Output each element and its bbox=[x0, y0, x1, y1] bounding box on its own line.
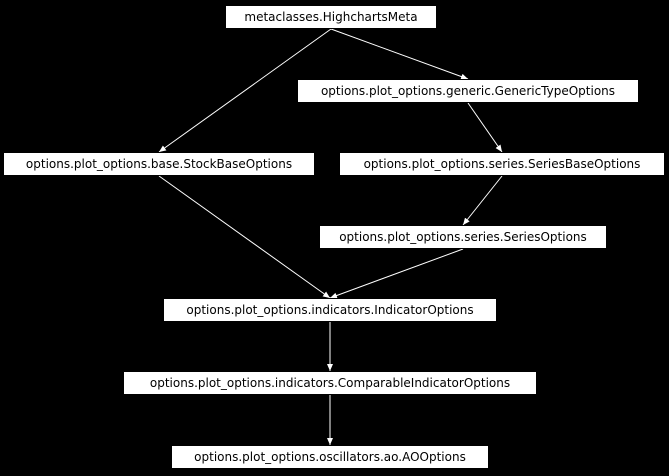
class-node-highcharts-meta[interactable]: metaclasses.HighchartsMeta bbox=[225, 5, 437, 29]
class-node-series-options[interactable]: options.plot_options.series.SeriesOption… bbox=[319, 225, 607, 249]
inheritance-edge bbox=[330, 28, 469, 80]
inheritance-edge bbox=[329, 248, 464, 299]
inheritance-edge bbox=[462, 175, 503, 226]
class-node-series-base-options[interactable]: options.plot_options.series.SeriesBaseOp… bbox=[339, 152, 665, 176]
class-node-indicator-options[interactable]: options.plot_options.indicators.Indicato… bbox=[163, 298, 497, 322]
class-node-comparable-indicator-options[interactable]: options.plot_options.indicators.Comparab… bbox=[123, 371, 537, 395]
class-node-ao-options[interactable]: options.plot_options.oscillators.ao.AOOp… bbox=[171, 445, 489, 469]
class-node-generic-type-options[interactable]: options.plot_options.generic.GenericType… bbox=[297, 79, 639, 103]
class-node-stock-base-options[interactable]: options.plot_options.base.StockBaseOptio… bbox=[3, 152, 315, 176]
inheritance-edge bbox=[467, 102, 503, 153]
inheritance-edge bbox=[158, 28, 332, 153]
inheritance-edge bbox=[158, 175, 331, 299]
